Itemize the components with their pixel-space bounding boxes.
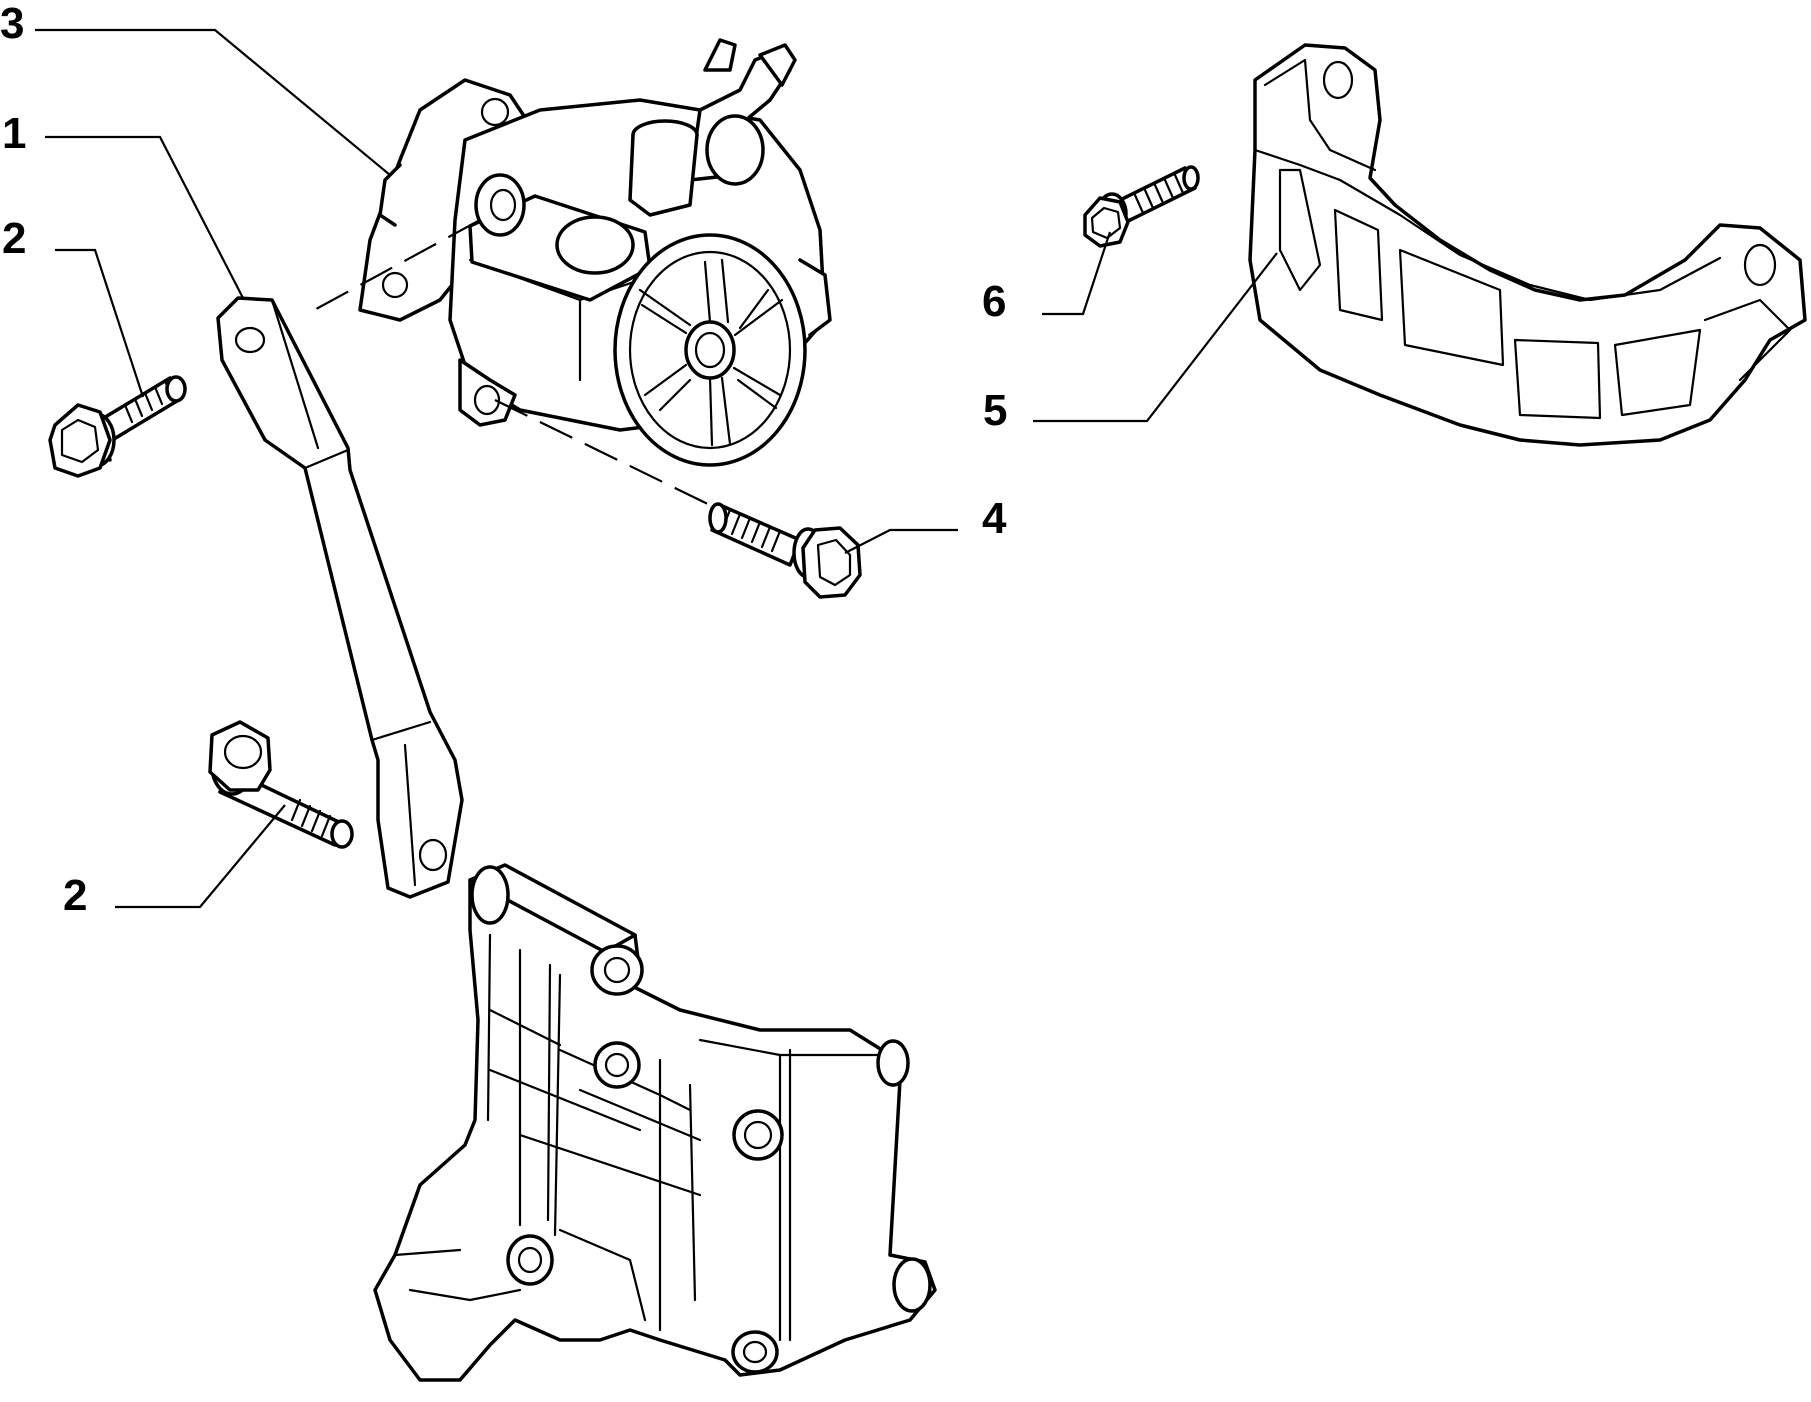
assembly-line (494, 399, 721, 511)
leader-4 (844, 528, 958, 554)
leader-5 (1033, 252, 1278, 423)
callout-6: 6 (982, 277, 1006, 326)
leader-1 (45, 135, 244, 299)
leader-2-lower (115, 804, 286, 909)
callout-1: 1 (2, 109, 26, 158)
hex-flange-bolt-pump (708, 502, 862, 599)
leader-3 (35, 28, 391, 176)
callout-5: 5 (983, 386, 1007, 435)
power-steering-pump (358, 38, 832, 467)
callout-2-upper: 2 (2, 214, 26, 263)
curved-support-bracket (1248, 43, 1807, 447)
leader-2-upper (55, 248, 145, 398)
callout-2-lower: 2 (63, 871, 87, 920)
engine-mount-bracket (373, 863, 937, 1382)
callout-4: 4 (982, 494, 1007, 543)
pump-support-strut (216, 296, 464, 899)
callout-3: 3 (0, 0, 24, 48)
hex-flange-bolt-upper (48, 375, 187, 478)
assembly-line (304, 219, 481, 316)
hex-flange-bolt-bracket (1083, 165, 1200, 248)
leader-6 (1042, 231, 1112, 316)
hex-flange-bolt-lower (208, 720, 354, 849)
